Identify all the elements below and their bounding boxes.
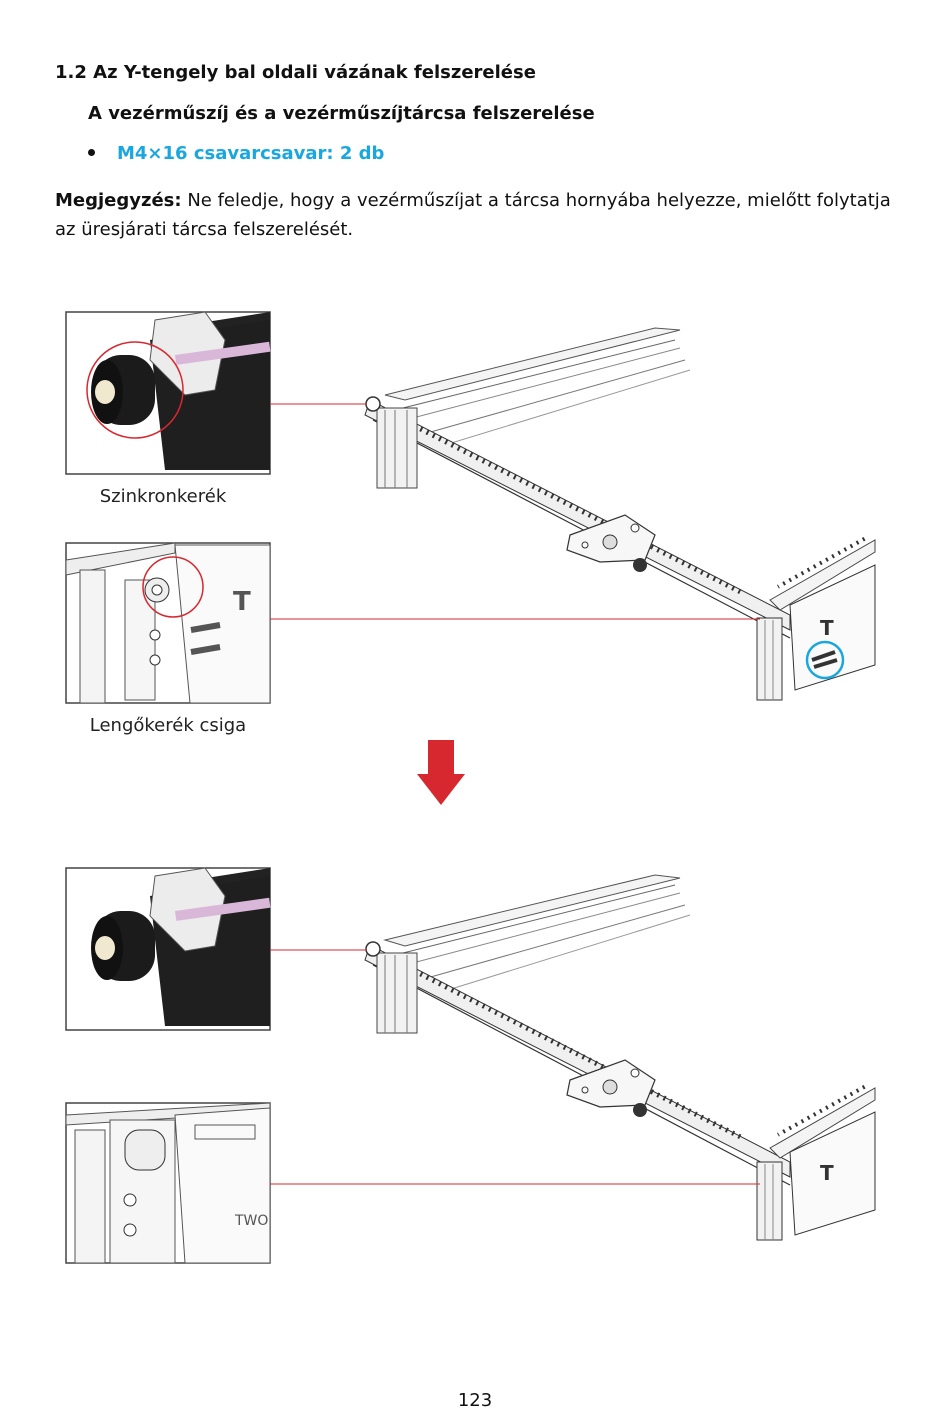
- inset-idler-pulley-installed: TWO: [65, 1102, 271, 1264]
- highlight-circle-blue: [805, 640, 845, 680]
- svg-text:T: T: [233, 587, 251, 617]
- down-arrow-icon: [417, 740, 465, 805]
- highlight-circle-red: [142, 556, 204, 618]
- parts-item-label: M4×16 csavarcsavar: 2 db: [117, 143, 385, 164]
- assembly-illustration: T Szinkronkerék T Lengőkerék csiga: [65, 311, 876, 1264]
- frame-illustration-after: T: [364, 874, 876, 1241]
- frame-illustration-before: T: [364, 327, 876, 701]
- svg-text:T: T: [820, 1161, 834, 1185]
- subsection-heading: A vezérműszíj és a vezérműszíjtárcsa fel…: [88, 103, 595, 124]
- inset-timing-pulley: [65, 311, 271, 475]
- inset-timing-pulley-installed: [65, 867, 271, 1031]
- note-paragraph: Megjegyzés: Ne feledje, hogy a vezérműsz…: [55, 186, 905, 244]
- page-number: 123: [457, 1390, 493, 1411]
- note-text: Ne feledje, hogy a vezérműszíjat a tárcs…: [55, 190, 891, 240]
- caption-timing-pulley: Szinkronkerék: [100, 486, 227, 507]
- caption-idler-pulley: Lengőkerék csiga: [90, 715, 246, 736]
- inset-idler-pulley: T: [65, 542, 271, 704]
- parts-list-item: M4×16 csavarcsavar: 2 db: [88, 143, 384, 164]
- note-label: Megjegyzés:: [55, 190, 182, 211]
- svg-text:T: T: [820, 616, 834, 640]
- highlight-circle-red: [86, 341, 184, 439]
- bullet-dot-icon: [88, 148, 95, 156]
- section-heading: 1.2 Az Y-tengely bal oldali vázának fels…: [55, 62, 536, 83]
- svg-text:TWO: TWO: [234, 1213, 268, 1229]
